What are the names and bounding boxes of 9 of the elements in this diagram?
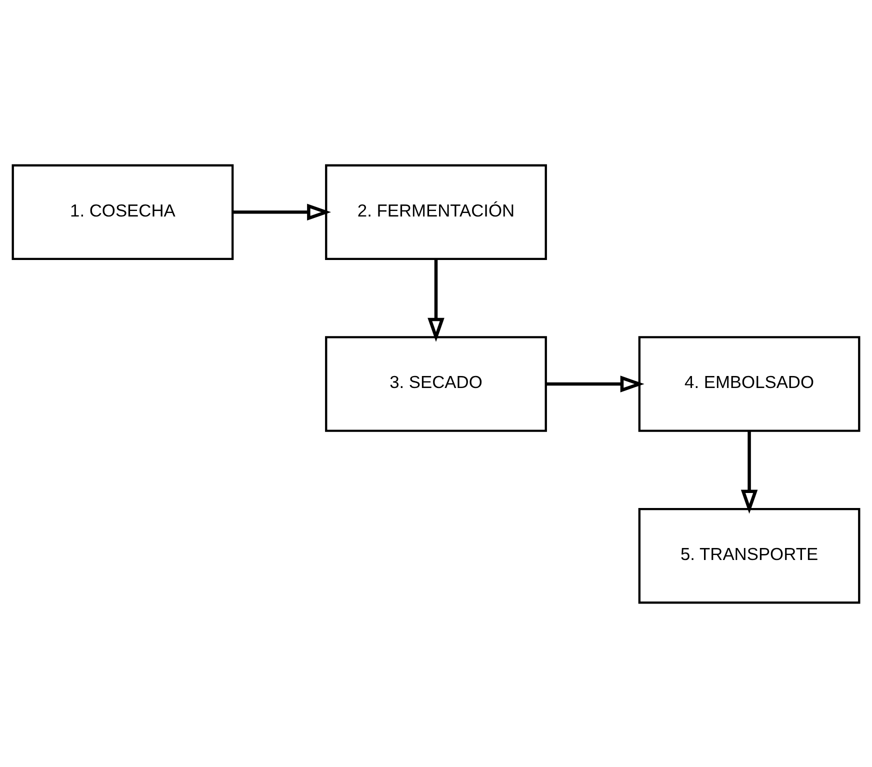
- arrow: [740, 430, 758, 514]
- node-box: 1. COSECHA: [12, 164, 234, 260]
- node-box: 5. TRANSPORTE: [638, 508, 860, 604]
- node-box: 2. FERMENTACIÓN: [325, 164, 547, 260]
- arrow: [546, 375, 644, 392]
- node-box: 4. EMBOLSADO: [638, 336, 860, 432]
- node-box: 3. SECADO: [325, 336, 547, 432]
- arrow: [232, 203, 332, 220]
- arrow: [428, 258, 444, 342]
